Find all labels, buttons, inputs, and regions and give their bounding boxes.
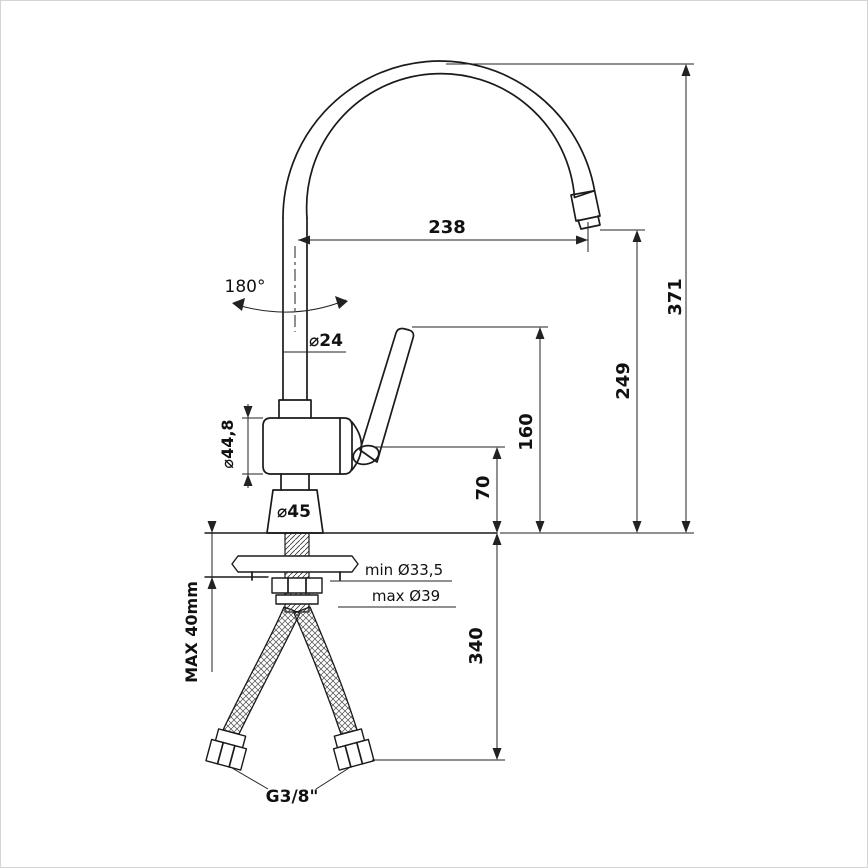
dim-238-label: 238 (428, 217, 466, 238)
swivel-angle-label: 180° (225, 277, 266, 297)
nut-facets (287, 577, 307, 594)
aerator (570, 189, 601, 222)
dim-448-ticks (242, 417, 263, 475)
body-diameter-label: ⌀44,8 (218, 419, 237, 468)
base-diameter-label: ⌀45 (277, 502, 311, 522)
dim-249-label: 249 (613, 362, 634, 400)
hole-max-label: max Ø39 (372, 587, 440, 605)
dim-160-label: 160 (516, 413, 537, 451)
dim-340-label: 340 (466, 627, 487, 665)
handle-pivot (352, 444, 380, 466)
swivel-collar (278, 399, 312, 419)
hole-min-label: min Ø33,5 (365, 561, 443, 579)
hose-fitting-right (332, 728, 375, 771)
aerator-tip (577, 215, 601, 230)
swing-arc (233, 299, 347, 313)
spout-tube (282, 217, 308, 401)
handle-lever (359, 327, 415, 463)
labels: 238 371 249 160 70 340 180° ⌀24 ⌀44,8 ⌀4… (182, 217, 686, 807)
mixer-body (262, 417, 353, 475)
mounting-nut (271, 577, 323, 594)
dimension-lines (211, 63, 694, 790)
base-neck (280, 473, 310, 491)
hose-connection-label: G3/8" (266, 787, 319, 807)
bracket-studs (251, 571, 341, 581)
arrowheads (207, 64, 691, 760)
hose-fitting-left (205, 728, 248, 771)
g38-leaders (231, 767, 350, 790)
mounting-bracket (231, 555, 359, 573)
dim-70-label: 70 (473, 475, 494, 500)
dim-371-label: 371 (665, 278, 686, 316)
tube-diameter-label: ⌀24 (309, 331, 343, 351)
faucet-outline (204, 60, 601, 771)
washer (275, 594, 319, 605)
counter-thickness-label: MAX 40mm (182, 581, 201, 683)
